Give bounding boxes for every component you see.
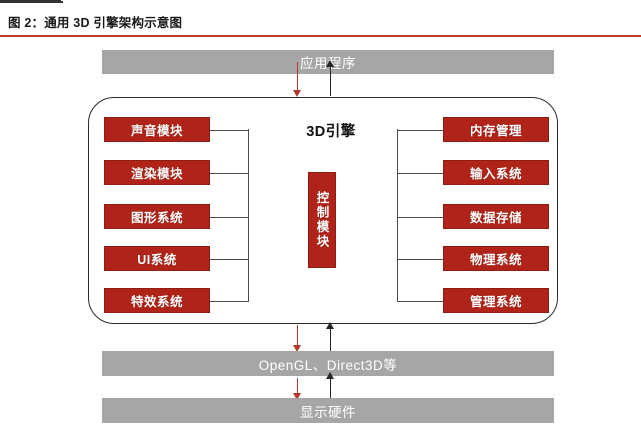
connector-right-2 (397, 216, 444, 218)
flow-app-to-engine-line (297, 62, 299, 92)
left-spine-line (0, 0, 61, 2)
connector-right-4 (397, 300, 444, 302)
layer-graphics-api: OpenGL、Direct3D等 (102, 351, 554, 376)
engine-title: 3D引擎 (306, 124, 356, 140)
flow-api-to-hw-arrowhead (292, 393, 301, 400)
module-graphics[interactable]: 图形系统 (104, 204, 210, 229)
connector-left-4 (210, 300, 249, 302)
flow-engine-to-app-arrowhead (325, 60, 334, 67)
module-effects[interactable]: 特效系统 (104, 288, 210, 313)
module-control[interactable]: 控制模块 (308, 172, 336, 268)
right-bus-line (397, 129, 399, 301)
flow-engine-to-api-line (297, 325, 299, 349)
flow-engine-to-api-arrowhead (292, 345, 301, 352)
caption-divider (0, 35, 641, 37)
connector-left-3 (210, 258, 249, 260)
flow-hw-to-api-line (330, 378, 332, 400)
flow-api-to-engine-arrowhead (325, 322, 334, 329)
left-bus-line (248, 129, 250, 301)
figure-caption-text: 图 2：通用 3D 引擎架构示意图 (8, 16, 183, 30)
flow-api-to-hw-line (297, 378, 299, 398)
module-memory[interactable]: 内存管理 (443, 117, 549, 142)
flow-api-to-engine-line (330, 328, 332, 354)
flow-hw-to-api-arrowhead (325, 372, 334, 379)
connector-right-1 (397, 172, 444, 174)
connector-right-0 (397, 129, 444, 131)
module-manage[interactable]: 管理系统 (443, 288, 549, 313)
module-sound[interactable]: 声音模块 (104, 117, 210, 142)
layer-display-hardware: 显示硬件 (102, 398, 554, 423)
module-render[interactable]: 渲染模块 (104, 160, 210, 185)
module-input[interactable]: 输入系统 (443, 160, 549, 185)
flow-app-to-engine-arrowhead (292, 90, 301, 97)
right-spine-line (0, 1, 63, 3)
flow-engine-to-app-line (330, 64, 332, 96)
connector-left-2 (210, 216, 249, 218)
module-physics[interactable]: 物理系统 (443, 246, 549, 271)
connector-right-3 (397, 258, 444, 260)
module-storage[interactable]: 数据存储 (443, 204, 549, 229)
connector-left-0 (210, 129, 249, 131)
module-ui[interactable]: UI系统 (104, 246, 210, 271)
connector-left-1 (210, 172, 249, 174)
